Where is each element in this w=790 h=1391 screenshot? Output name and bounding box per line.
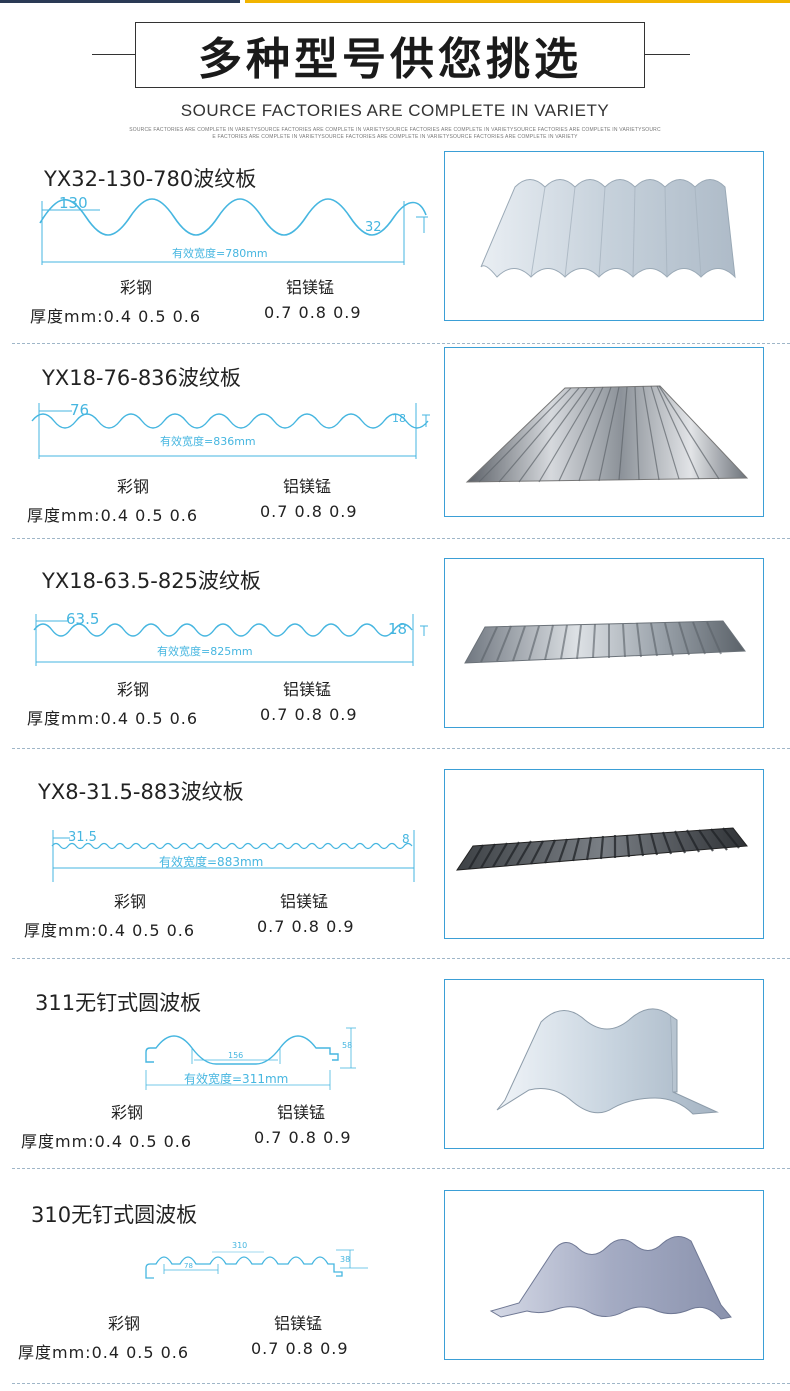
title-rule-left <box>92 54 158 55</box>
section-divider <box>12 343 790 344</box>
material-label-color-steel: 彩钢 <box>114 892 147 911</box>
material-label-aluminum: 铝镁锰 <box>286 278 335 297</box>
thickness-aluminum: 0.7 0.8 0.9 <box>251 1339 349 1358</box>
page-subtitle: SOURCE FACTORIES ARE COMPLETE IN VARIETY <box>180 101 610 120</box>
pitch-label: 130 <box>59 194 88 212</box>
material-label-color-steel: 彩钢 <box>108 1314 141 1333</box>
width-label: 310 <box>232 1241 247 1250</box>
product-section-4: YX8-31.5-883波纹板 31.5 8 有效宽度=883mm 彩钢 铝镁锰… <box>0 748 790 958</box>
width-label: 有效宽度=836mm <box>160 434 256 448</box>
material-label-color-steel: 彩钢 <box>120 278 153 297</box>
product-name: YX32-130-780波纹板 <box>44 167 257 191</box>
width-label: 有效宽度=311mm <box>184 1071 288 1086</box>
material-label-aluminum: 铝镁锰 <box>283 680 332 699</box>
pitch-label: 76 <box>70 401 89 419</box>
fine-print-line-1: SOURCE FACTORIES ARE COMPLETE IN VARIETY… <box>129 127 661 133</box>
title-box: 多种型号供您挑选 <box>135 22 645 88</box>
sheet-shape <box>489 1236 732 1320</box>
pitch-label: 31.5 <box>68 830 97 845</box>
thickness-color-steel: 厚度mm:0.4 0.5 0.6 <box>21 1132 193 1151</box>
product-name: YX18-63.5-825波纹板 <box>42 569 261 593</box>
sheet-shape <box>464 620 746 664</box>
wave-profile <box>33 623 413 637</box>
thickness-aluminum: 0.7 0.8 0.9 <box>260 705 358 724</box>
width-label: 有效宽度=780mm <box>172 246 268 260</box>
thickness-aluminum: 0.7 0.8 0.9 <box>260 502 358 521</box>
material-label-aluminum: 铝镁锰 <box>283 477 332 496</box>
round-wave-profile <box>145 1256 343 1279</box>
section-divider <box>12 748 790 749</box>
pitch-label: 63.5 <box>66 610 99 628</box>
round-wave-profile <box>145 1035 339 1065</box>
thickness-aluminum: 0.7 0.8 0.9 <box>257 917 355 936</box>
product-photo <box>444 347 764 517</box>
height-label: 58 <box>342 1041 352 1050</box>
product-photo <box>444 558 764 728</box>
product-photo <box>444 769 764 939</box>
thickness-color-steel: 厚度mm:0.4 0.5 0.6 <box>27 506 199 525</box>
width-label: 有效宽度=883mm <box>159 854 263 869</box>
profile-diagram: 78 38 310 <box>145 1241 368 1279</box>
title-rule-right <box>620 54 690 55</box>
product-photo <box>444 979 764 1149</box>
section-divider <box>12 538 790 539</box>
product-section-2: YX18-76-836波纹板 76 18 有效宽度=836mm 彩钢 铝镁锰 厚… <box>0 343 790 538</box>
wave-profile <box>51 842 413 850</box>
profile-diagram: 63.5 18 有效宽度=825mm <box>33 610 428 666</box>
height-label: 32 <box>365 220 382 235</box>
product-name: YX8-31.5-883波纹板 <box>38 780 244 804</box>
height-label: 8 <box>402 832 410 846</box>
material-label-color-steel: 彩钢 <box>117 477 150 496</box>
top-accent-bar-right <box>245 0 790 3</box>
profile-diagram: 76 18 有效宽度=836mm <box>31 401 430 459</box>
thickness-color-steel: 厚度mm:0.4 0.5 0.6 <box>18 1343 190 1362</box>
material-label-color-steel: 彩钢 <box>111 1103 144 1122</box>
section-divider <box>12 1383 790 1384</box>
height-label: 18 <box>388 620 407 638</box>
pitch-label: 78 <box>184 1262 193 1270</box>
height-label: 18 <box>392 412 406 425</box>
profile-diagram: 156 58 有效宽度=311mm <box>145 1027 356 1090</box>
fine-print-line-2: E FACTORIES ARE COMPLETE IN VARIETYSOURC… <box>212 134 578 140</box>
wave-profile <box>31 413 429 429</box>
thickness-color-steel: 厚度mm:0.4 0.5 0.6 <box>30 307 202 326</box>
sheet-shape <box>496 1008 719 1115</box>
product-section-6: 310无钉式圆波板 78 38 310 彩钢 铝镁锰 厚度mm:0.4 0.5 … <box>0 1168 790 1383</box>
section-divider <box>12 958 790 959</box>
material-label-aluminum: 铝镁锰 <box>277 1103 326 1122</box>
height-label: 38 <box>340 1255 350 1264</box>
thickness-aluminum: 0.7 0.8 0.9 <box>264 303 362 322</box>
product-name: YX18-76-836波纹板 <box>42 366 241 390</box>
thickness-color-steel: 厚度mm:0.4 0.5 0.6 <box>27 709 199 728</box>
section-divider <box>12 1168 790 1169</box>
product-name: 310无钉式圆波板 <box>31 1203 198 1227</box>
product-photo <box>444 1190 764 1360</box>
page-title: 多种型号供您挑选 <box>198 34 582 85</box>
product-section-1: YX32-130-780波纹板 130 32 有效宽度=780mm 彩钢 铝镁锰… <box>0 143 790 343</box>
width-label: 有效宽度=825mm <box>157 644 253 658</box>
thickness-color-steel: 厚度mm:0.4 0.5 0.6 <box>24 921 196 940</box>
pitch-label: 156 <box>228 1051 243 1060</box>
profile-diagram: 130 32 有效宽度=780mm <box>39 194 428 265</box>
thickness-aluminum: 0.7 0.8 0.9 <box>254 1128 352 1147</box>
product-name: 311无钉式圆波板 <box>35 991 202 1015</box>
product-photo <box>444 151 764 321</box>
sheet-shape <box>480 179 736 279</box>
profile-diagram: 31.5 8 有效宽度=883mm <box>51 830 415 882</box>
material-label-aluminum: 铝镁锰 <box>274 1314 323 1333</box>
product-section-3: YX18-63.5-825波纹板 63.5 18 有效宽度=825mm 彩钢 铝… <box>0 538 790 748</box>
material-label-aluminum: 铝镁锰 <box>280 892 329 911</box>
wave-profile <box>39 198 427 236</box>
top-accent-bar-left <box>0 0 240 3</box>
material-label-color-steel: 彩钢 <box>117 680 150 699</box>
product-section-5: 311无钉式圆波板 156 58 有效宽度=311mm 彩钢 铝镁锰 厚度mm:… <box>0 958 790 1168</box>
